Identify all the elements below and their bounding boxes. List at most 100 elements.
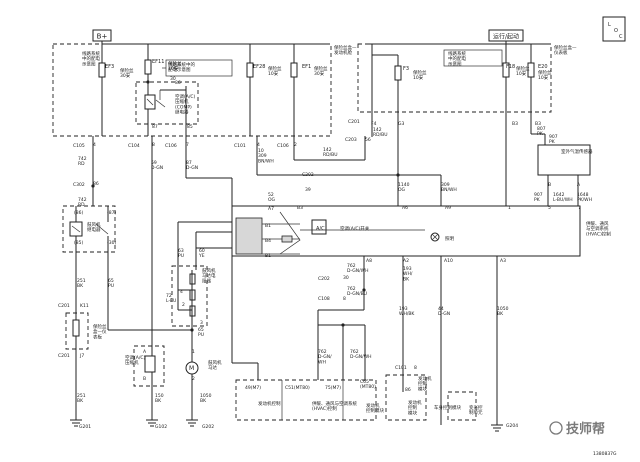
label-conn-c302-pin: 86 <box>93 181 99 187</box>
label-pin-a: A <box>577 182 581 188</box>
label-conn-c202-a-pin: 39 <box>305 187 311 193</box>
wire-harness-left <box>92 136 398 330</box>
label-conn-c104: C104 <box>128 143 140 149</box>
blower-resistor-box <box>171 265 208 327</box>
ac-switch-box <box>311 219 327 235</box>
label-instrument-ctrl: 变光控制单元 <box>469 404 483 416</box>
dimmer-control-box <box>447 391 477 421</box>
label-fuse-ef11-pin: 30 <box>170 76 176 82</box>
ac-comp-relay <box>144 82 187 136</box>
label-conn-c106-b: C106 <box>277 143 289 149</box>
label-pin-4: 4 <box>180 289 183 295</box>
label-conn-c104-pin: 8 <box>152 142 155 148</box>
watermark-icon <box>549 421 563 435</box>
label-fuse-box-right-note: 线路系统中的配电示意图 <box>448 50 466 67</box>
label-body-ctrl: 车身控制模块 <box>434 404 461 411</box>
label-ground-g201: G201 <box>79 424 91 430</box>
fuse-box-engine-label: 保险丝盒—发动机舱 <box>334 44 357 56</box>
label-conn-c106-b-pin: 2 <box>294 142 297 148</box>
label-pin-a-clutch: A <box>143 349 147 355</box>
label-conn-c105-a-pin: 4 <box>93 142 96 148</box>
label-fuse-ef3: EF3 <box>105 64 114 70</box>
label-ground-g204: G204 <box>506 423 518 429</box>
power-feed-run-start-label: 运行/起动 <box>493 33 519 41</box>
label-pin-75-m7: 75(M7) <box>325 385 341 391</box>
label-pin-7: 7 <box>578 205 581 211</box>
label-conn-c65: C65(MT80) <box>360 379 376 390</box>
hvac-module-outputs <box>317 256 498 425</box>
label-blower-motor: 鼓风机马达 <box>208 359 222 371</box>
ambient-air-sensor <box>537 144 591 176</box>
label-pin-87: 87 <box>152 124 158 130</box>
label-pin-b1-b: B1 <box>265 253 271 259</box>
label-pin-a10: A10 <box>444 258 453 264</box>
svg-text:A/C: A/C <box>316 226 325 232</box>
label-pin-86-relay: (86) <box>74 210 83 216</box>
label-ambient-sensor: 室外气温传感器 <box>561 148 593 155</box>
label-fuse-e20: E20 <box>538 64 548 70</box>
label-pin-a9: A9 <box>445 205 451 211</box>
label-conn-c302: C302 <box>73 182 85 188</box>
label-conn-c201-b: C201 <box>58 303 70 309</box>
power-feed-run-start: 运行/起动 <box>488 29 524 42</box>
label-conn-c106-a: C106 <box>165 143 177 149</box>
label-conn-c202-b: C202 <box>318 276 330 282</box>
label-conn-c106-a-pin: 7 <box>186 142 189 148</box>
label-ground-g102: G102 <box>155 424 167 430</box>
svg-text:C: C <box>619 34 623 40</box>
label-hvac-control: 供暖、通风与空调系统(HVAC)控制 <box>586 220 611 237</box>
label-relay-comp-pin86: 86 <box>175 80 181 86</box>
label-pin-b4: B4 <box>265 238 271 244</box>
label-pin-c51: C51(MT80) <box>285 385 310 391</box>
label-pin-1-motor: 1 <box>192 349 195 355</box>
label-fuse-panel: 保险丝盒—仪表板 <box>93 323 107 340</box>
label-ac-switch: 空调(A/C)开关 <box>340 225 370 232</box>
label-pin-30-relay: (30) <box>107 240 116 246</box>
label-conn-c101-b: C101 <box>395 365 407 371</box>
label-pin-2-motor: 2 <box>192 376 195 382</box>
label-pin-2: 2 <box>182 302 185 308</box>
label-pin-5: 5 <box>548 205 551 211</box>
label-pin-1: 1 <box>508 205 511 211</box>
label-fuse-ef28: EF28 <box>253 64 265 70</box>
svg-text:O: O <box>614 28 618 34</box>
label-conn-c201-c: C201 <box>58 353 70 359</box>
label-engine-ctrl-c: 发动机控制模块 <box>366 402 384 414</box>
label-conn-c202-b-pin: 30 <box>343 275 349 281</box>
label-ecm-pin-86: 86 <box>405 387 411 393</box>
ecm-module-box <box>385 374 427 421</box>
svg-text:L: L <box>608 22 611 28</box>
label-conn-c201-b-pin: K11 <box>80 303 89 309</box>
label-conn-c101: C101 <box>234 143 246 149</box>
label-fuse-f3: F3 <box>403 66 409 72</box>
label-conn-c201-a: C201 <box>348 119 360 125</box>
logo-box: L O C <box>602 16 626 42</box>
power-feed-battery: B+ <box>92 29 112 42</box>
ac-compressor-box <box>133 345 165 387</box>
